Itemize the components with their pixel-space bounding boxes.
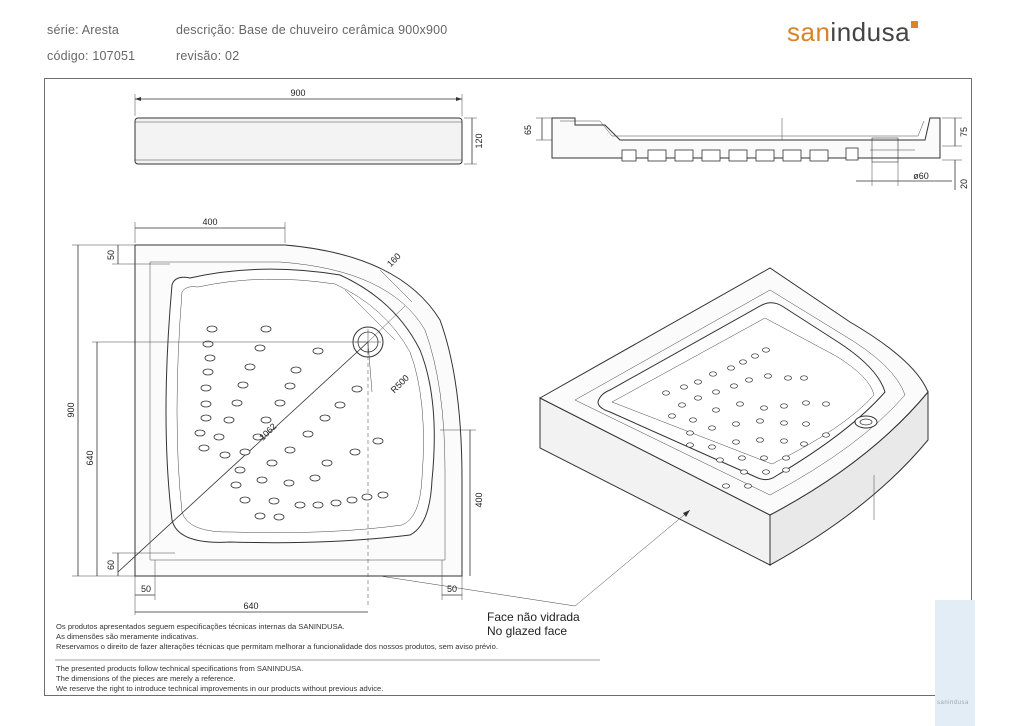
dim-side-75: 75 [959,127,969,137]
watermark-text: sanindusa [937,700,969,706]
plan-view [72,222,476,615]
glaze-callout: Face não vidrada No glazed face [487,610,580,638]
callout-line-pt: Face não vidrada [487,610,580,624]
dim-plan-640-bottom: 640 [243,601,258,611]
watermark-band [935,600,975,726]
dim-plan-50-bottom-right: 50 [447,584,457,594]
dim-plan-400-top: 400 [202,217,217,227]
dim-drain-diameter: ø60 [913,171,929,181]
dim-plan-640-left: 640 [85,450,95,465]
dim-top-height: 120 [474,133,484,148]
callout-line-en: No glazed face [487,624,568,638]
note-pt-1: Os produtos apresentados seguem especifi… [56,622,345,631]
notes-portuguese: Os produtos apresentados seguem especifi… [56,622,498,652]
dim-plan-900: 900 [66,402,76,417]
dim-plan-400-right: 400 [474,492,484,507]
note-pt-2: As dimensões são meramente indicativas. [56,632,199,641]
dim-plan-60: 60 [106,560,116,570]
revision-label: revisão: 02 [176,49,240,63]
notes-english: The presented products follow technical … [56,664,383,694]
dim-plan-50-bottom-left: 50 [141,584,151,594]
note-en-2: The dimensions of the pieces are merely … [56,674,236,683]
note-en-3: We reserve the right to introduce techni… [56,684,384,693]
side-section [536,117,962,190]
logo-part-indusa: indusa [830,17,911,47]
isometric-view [379,267,929,607]
drawing-frame [44,78,972,696]
dim-side-65: 65 [523,125,533,135]
logo-part-san: san [787,17,831,47]
code-label: código: 107051 [47,49,136,63]
description-label: descrição: Base de chuveiro cerâmica 900… [176,23,448,37]
brand-logo: sanindusa [787,17,919,48]
serie-label: série: Aresta [47,23,120,37]
dim-side-20: 20 [959,179,969,189]
logo-mark-icon [911,21,919,28]
note-pt-3: Reservamos o direito de fazer alterações… [56,642,498,651]
note-en-1: The presented products follow technical … [56,664,304,673]
dim-plan-50-top: 50 [106,250,116,260]
front-elevation [134,94,477,165]
dim-plan-160: 160 [385,251,403,269]
dim-top-width: 900 [290,88,305,98]
